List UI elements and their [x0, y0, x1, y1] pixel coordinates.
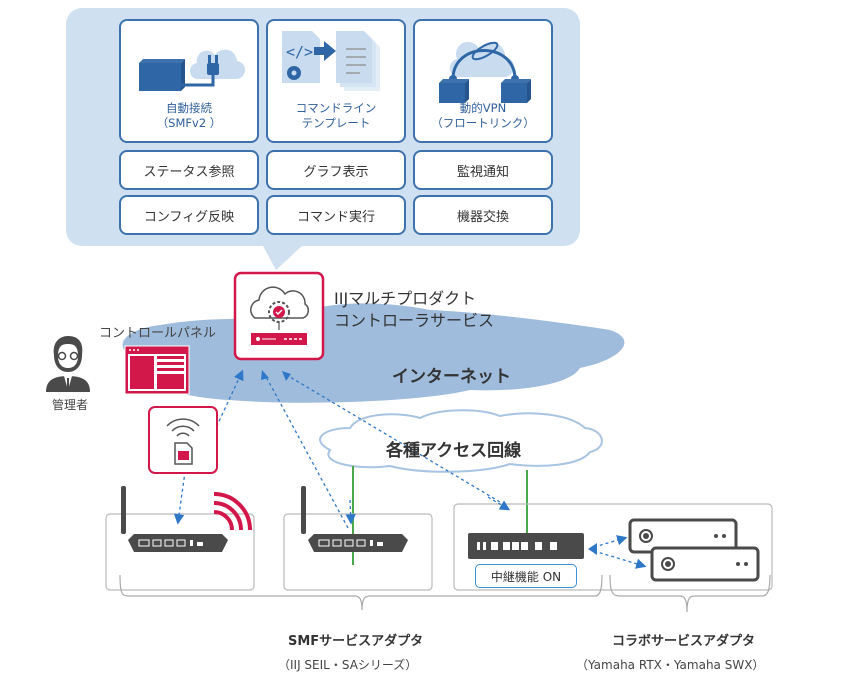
tile-label-line2: （フロートリンク）	[431, 116, 535, 130]
collab-group-subtitle: （Yamaha RTX・Yamaha SWX）	[576, 658, 765, 672]
feature-tile-dynamic-vpn: 動的VPN（フロートリンク）	[413, 19, 553, 143]
bracket-collab	[609, 574, 771, 613]
connection-arrow	[263, 372, 349, 529]
control-panel-icon	[124, 345, 190, 395]
controller-title-line1: IIJマルチプロダクト	[334, 289, 477, 308]
dynamic-vpn-icon	[439, 41, 531, 103]
connection-arrow	[284, 373, 506, 506]
panel-tail	[262, 244, 304, 270]
collab-device-icon	[628, 518, 738, 554]
feature-tile-command-exec: コマンド実行	[266, 195, 406, 235]
device-box	[283, 513, 433, 591]
feature-tile-auto-connect: 自動接続（SMFv2 ）	[119, 19, 259, 143]
feature-tile-device-replace: 機器交換	[413, 195, 553, 235]
collab-group-title: コラボサービスアダプタ	[612, 634, 756, 649]
admin-label: 管理者	[52, 398, 89, 412]
feature-tile-command-template: </> コマンドラインテンプレート	[266, 19, 406, 143]
sim-wireless-icon	[148, 406, 218, 474]
auto-connect-icon	[139, 49, 246, 91]
tile-label-line1: 自動接続	[166, 101, 212, 115]
smf-group-title: SMFサービスアダプタ	[288, 634, 424, 649]
feature-tile-config: コンフィグ反映	[119, 195, 259, 235]
connection-arrow	[345, 499, 356, 525]
connection-arrow	[593, 535, 628, 548]
router-icon	[301, 486, 408, 552]
cloud-gear-server-icon	[233, 271, 325, 361]
relay-badge: 中継機能 ON	[475, 564, 577, 588]
connection-arrow	[487, 496, 511, 511]
internet-label: インターネット	[392, 367, 511, 387]
access-line-label: 各種アクセス回線	[386, 441, 522, 461]
connection-arrow	[213, 369, 244, 433]
command-template-icon: </>	[282, 31, 380, 91]
svg-text:</>: </>	[286, 43, 313, 61]
bracket-smf	[119, 574, 603, 611]
tile-label-line2: テンプレート	[301, 116, 371, 130]
administrator-icon	[46, 336, 90, 392]
tile-label-line1: 動的VPN	[459, 101, 507, 115]
collab-device-icon	[650, 546, 760, 582]
relay-switch-icon	[468, 533, 584, 559]
connection-arrow	[593, 550, 647, 569]
feature-tile-status: ステータス参照	[119, 150, 259, 190]
control-panel-label: コントロールパネル	[99, 326, 217, 341]
wireless-router-icon	[121, 486, 252, 552]
feature-tile-graph: グラフ表示	[266, 150, 406, 190]
device-box	[453, 503, 773, 591]
controller-title-line2: コントローラサービス	[334, 311, 495, 330]
tile-label-line1: コマンドライン	[295, 101, 377, 115]
feature-tile-monitoring: 監視通知	[413, 150, 553, 190]
access-cloud	[319, 409, 603, 473]
smf-group-subtitle: （IIJ SEIL・SAシリーズ）	[278, 658, 418, 672]
tile-label-line2: （SMFv2 ）	[156, 116, 222, 130]
